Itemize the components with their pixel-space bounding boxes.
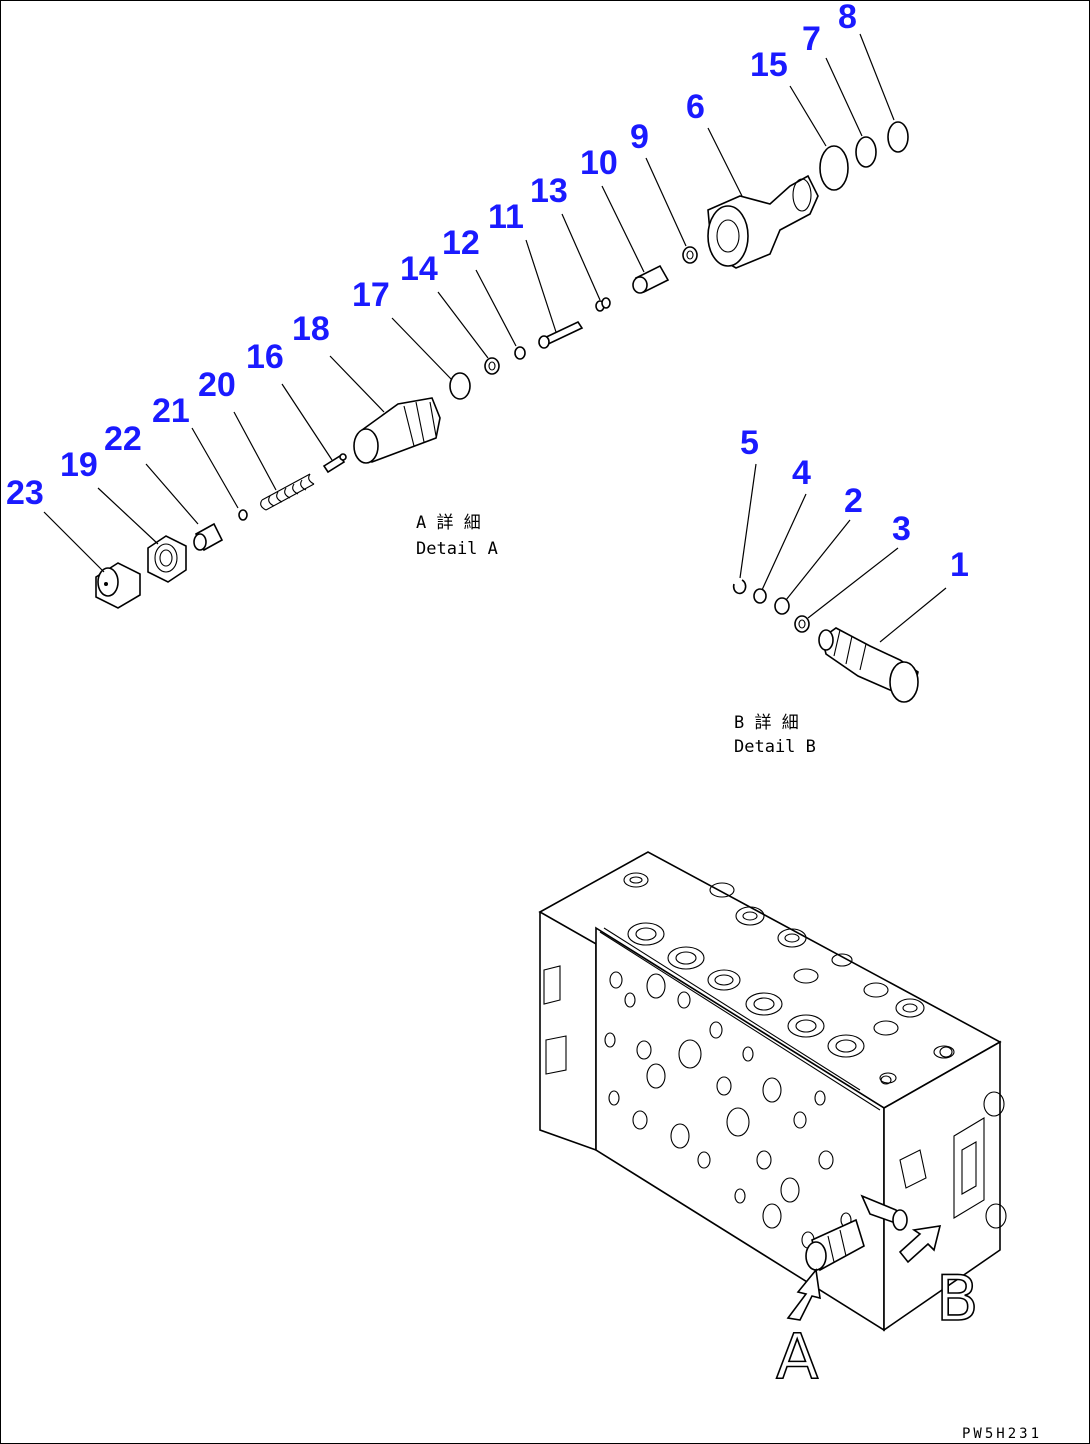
callout-4: 4 [792,454,811,492]
detail-a-caption-en: Detail A [416,539,498,559]
callout-7: 7 [802,20,821,58]
label-b: B [936,1262,979,1335]
label-a: A [776,1320,818,1393]
part-8-ring [887,121,909,153]
leader-lines [43,33,947,643]
callout-5: 5 [740,424,759,462]
part-23-cap [95,562,141,609]
part-1-valve-plug [818,627,919,703]
callout-3: 3 [892,510,911,548]
callout-12: 12 [442,224,480,262]
callout-8: 8 [838,0,857,36]
callout-14: 14 [400,250,438,288]
callout-20: 20 [198,366,236,404]
part-9-nut [682,246,698,264]
part-5-snap-ring [732,579,747,595]
detail-a-caption-jp: A 詳 細 [416,513,481,533]
callout-16: 16 [246,338,284,376]
part-6-housing [707,174,819,269]
callout-10: 10 [580,144,618,182]
callout-6: 6 [686,88,705,126]
part-11-piston [538,320,584,349]
part-7-ring [855,136,877,168]
part-18-valve-body [353,397,441,464]
part-14-ring [484,357,500,375]
callout-19: 19 [60,446,98,484]
callout-13: 13 [530,172,568,210]
callout-9: 9 [630,118,649,156]
callout-1: 1 [950,546,969,584]
control-valve-assembly [538,851,1007,1332]
callout-2: 2 [844,482,863,520]
callout-15: 15 [750,46,788,84]
callout-23: 23 [6,474,44,512]
callout-21: 21 [152,392,190,430]
part-15-o-ring [819,145,849,191]
part-2-ring [774,597,790,615]
callout-17: 17 [352,276,390,314]
arrow-b [898,1225,942,1264]
part-21-ring [238,509,248,521]
valve-b-installed [860,1194,908,1231]
part-17-o-ring [449,372,471,400]
part-19-nut [147,535,187,583]
part-16-poppet [322,453,347,474]
part-12-seat [514,346,526,360]
arrow-a [786,1268,821,1321]
callout-11: 11 [488,198,524,236]
callout-18: 18 [292,310,330,348]
detail-b-caption-jp: B 詳 細 [734,713,799,733]
part-13-backup-ring [595,297,611,312]
part-20-spring [260,473,315,511]
drawing-id: PW5H231 [962,1426,1042,1442]
detail-b-caption-en: Detail B [734,737,816,757]
part-22-screw [193,522,224,552]
relief-valve-a-installed [805,1218,865,1272]
part-10-sleeve [632,264,670,294]
part-4-ring [753,588,767,604]
part-3-ring [794,615,810,633]
callout-22: 22 [104,420,142,458]
